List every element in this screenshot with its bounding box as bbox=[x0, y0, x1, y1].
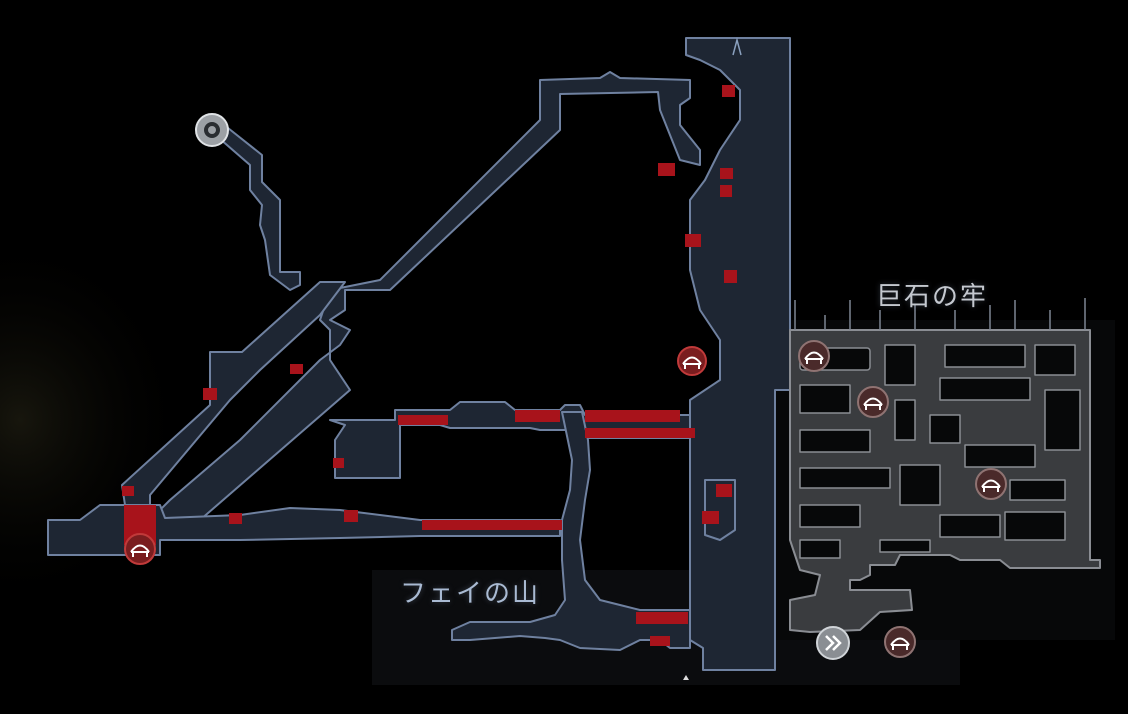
prison-room-9 bbox=[799, 429, 871, 453]
prison-room-19 bbox=[879, 539, 931, 553]
prison-ridge bbox=[794, 298, 1086, 330]
bench-icon[interactable] bbox=[884, 626, 916, 658]
prison-room-13 bbox=[899, 464, 941, 506]
prison-room-17 bbox=[1004, 511, 1066, 541]
prison-room-15 bbox=[799, 504, 861, 528]
unexplored-marker bbox=[724, 270, 737, 283]
dark-area-bottom-left bbox=[0, 585, 372, 710]
prison-room-16 bbox=[939, 514, 1001, 538]
unexplored-marker bbox=[636, 612, 688, 624]
prison-room-7 bbox=[939, 377, 1031, 401]
bench-icon[interactable] bbox=[975, 468, 1007, 500]
prison-room-5 bbox=[799, 384, 851, 414]
prison-room-2 bbox=[884, 344, 916, 386]
shaft-top-ornament bbox=[732, 37, 742, 56]
prison-room-4 bbox=[1034, 344, 1076, 376]
unexplored-marker bbox=[122, 486, 134, 496]
corridor-lower-descent bbox=[451, 411, 691, 651]
unexplored-marker bbox=[203, 388, 217, 400]
unexplored-marker bbox=[344, 510, 358, 522]
compass-arrow-icon bbox=[683, 675, 689, 680]
unexplored-marker bbox=[422, 520, 562, 530]
prison-room-6 bbox=[894, 399, 916, 441]
warp-gate-icon[interactable] bbox=[816, 626, 850, 660]
unexplored-marker bbox=[398, 415, 448, 425]
prison-room-12 bbox=[799, 467, 891, 489]
unexplored-marker bbox=[333, 458, 344, 468]
corridor-start-pipe bbox=[211, 127, 301, 291]
bench-icon[interactable] bbox=[677, 346, 707, 376]
unexplored-marker bbox=[585, 428, 695, 438]
prison-room-14 bbox=[1009, 479, 1066, 501]
unexplored-marker bbox=[290, 364, 303, 374]
unexplored-marker bbox=[722, 85, 735, 97]
unexplored-marker bbox=[650, 636, 670, 646]
map-pin-ring-icon[interactable] bbox=[195, 113, 229, 147]
bench-markers[interactable] bbox=[124, 340, 1007, 658]
prison-room-10 bbox=[929, 414, 961, 444]
prison-room-18 bbox=[799, 539, 841, 559]
prison-room-8 bbox=[1044, 389, 1081, 451]
unexplored-marker bbox=[716, 484, 732, 497]
unexplored-marker bbox=[585, 410, 680, 422]
unexplored-marker bbox=[658, 163, 675, 176]
bench-icon[interactable] bbox=[124, 533, 156, 565]
bench-icon[interactable] bbox=[798, 340, 830, 372]
bench-icon[interactable] bbox=[857, 386, 889, 418]
unexplored-marker bbox=[720, 168, 733, 179]
unexplored-marker bbox=[229, 513, 242, 524]
unexplored-marker bbox=[515, 410, 560, 422]
region-label-fay-mountain: フェイの山 bbox=[400, 579, 541, 609]
unexplored-marker bbox=[702, 511, 719, 524]
unexplored-marker bbox=[720, 185, 732, 197]
unexplored-marker bbox=[685, 234, 701, 247]
prison-room-11 bbox=[964, 444, 1036, 468]
region-label-prison: 巨石の牢 bbox=[876, 282, 989, 312]
corridor-upper-diagonal bbox=[149, 71, 701, 521]
prison-room-3 bbox=[944, 344, 1026, 368]
